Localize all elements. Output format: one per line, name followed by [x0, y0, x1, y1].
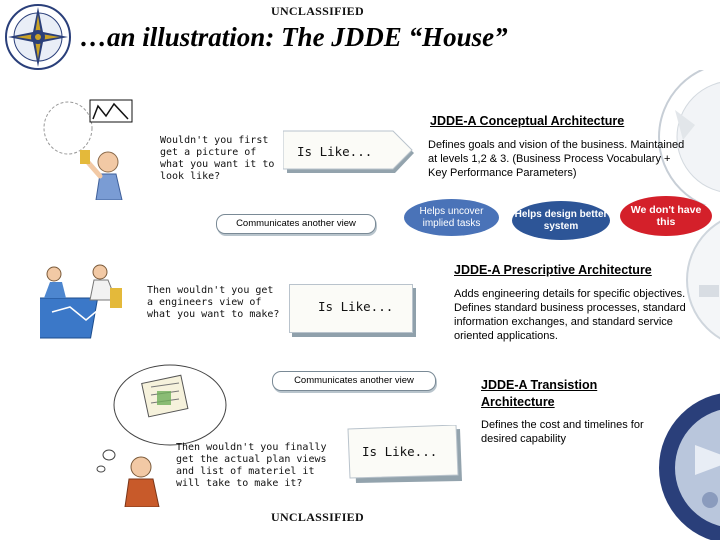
- helps-uncover-badge: Helps uncover implied tasks: [404, 199, 499, 236]
- transistion-question: Then wouldn't you finally get the actual…: [176, 442, 327, 489]
- engineers-illustration: [30, 262, 125, 342]
- communicates-bar-1: Communicates another view: [216, 214, 376, 234]
- deployment-seal-logo: [655, 63, 720, 211]
- conceptual-question: Wouldn't you first get a picture of what…: [160, 135, 275, 182]
- prescriptive-is-like: Is Like...: [318, 299, 394, 314]
- seal-icon: [686, 220, 720, 340]
- classification-top: UNCLASSIFIED: [271, 4, 364, 18]
- air-mobility-seal-logo: [655, 390, 720, 543]
- classification-bottom: UNCLASSIFIED: [271, 510, 364, 524]
- helps-design-badge: Helps design better system: [512, 201, 610, 240]
- page-title: …an illustration: The JDDE “House”: [80, 22, 508, 52]
- seal-icon: [658, 63, 720, 211]
- plans-person-illustration: [95, 357, 230, 508]
- prescriptive-question: Then wouldn't you get a engineers view o…: [147, 285, 280, 320]
- plans-icon: [96, 364, 227, 508]
- transistion-title: JDDE-A Transistion Architecture: [481, 378, 598, 409]
- transistion-box: [345, 424, 465, 487]
- engineers-icon: [30, 264, 122, 339]
- jddc-seal-logo: [4, 3, 72, 71]
- conceptual-arrow: [282, 128, 418, 178]
- army-seal-logo: [685, 205, 720, 355]
- communicates-bar-2: Communicates another view: [272, 371, 436, 391]
- conceptual-description: Defines goals and vision of the business…: [428, 139, 685, 179]
- seal-icon: [5, 4, 71, 70]
- thinking-person-illustration: [38, 94, 138, 201]
- prescriptive-box: [289, 284, 413, 333]
- transistion-description: Defines the cost and timelines for desir…: [481, 419, 644, 445]
- we-dont-have-badge: We don't have this: [620, 196, 712, 236]
- conceptual-is-like: Is Like...: [297, 144, 373, 159]
- transistion-is-like: Is Like...: [362, 444, 438, 459]
- person-icon: [43, 99, 133, 201]
- conceptual-title: JDDE-A Conceptual Architecture: [430, 114, 625, 128]
- prescriptive-description: Adds engineering details for specific ob…: [454, 288, 686, 342]
- seal-icon: [659, 393, 720, 543]
- prescriptive-title: JDDE-A Prescriptive Architecture: [454, 263, 652, 277]
